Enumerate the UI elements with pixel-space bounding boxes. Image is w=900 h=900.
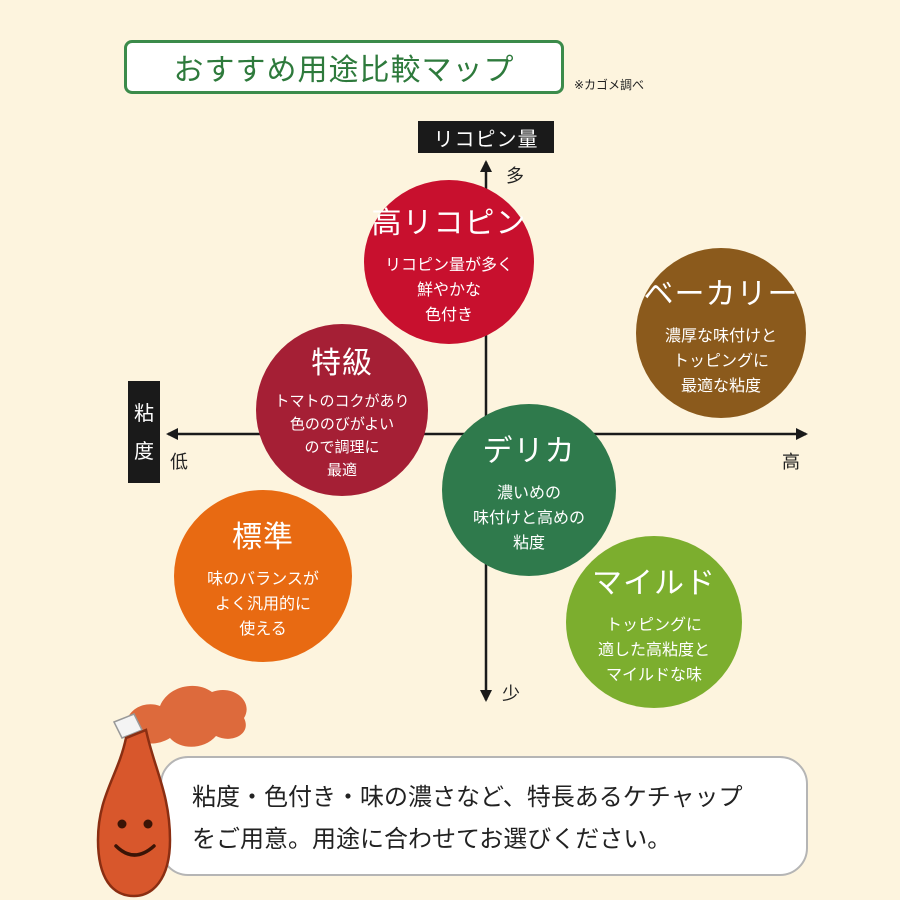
product-name: デリカ	[482, 433, 576, 469]
product-circle-premium: 特級 トマトのコクがあり 色ののびがよい ので調理に 最適	[256, 324, 428, 496]
horizontal-axis-label: 粘 度	[128, 381, 160, 483]
product-description-line: マイルドな味	[605, 664, 702, 684]
product-name: 高リコピン	[371, 205, 527, 241]
vertical-axis-low: 少	[502, 684, 520, 705]
product-circle-standard: 標準 味のバランスが よく汎用的に 使える	[174, 490, 352, 662]
product-description: 濃厚な味付けと トッピングに 最適な粘度	[665, 323, 777, 398]
product-description-line: 濃厚な味付けと	[664, 325, 777, 345]
product-description-line: 適した高粘度と	[597, 639, 710, 659]
horizontal-axis-label-char-1: 粘	[134, 401, 154, 425]
page-title-text: おすすめ用途比較マップ	[173, 53, 515, 88]
product-description: 味のバランスが よく汎用的に 使える	[207, 566, 319, 641]
product-description-line: ので調理に	[304, 438, 380, 456]
product-circle-mild: マイルド トッピングに 適した高粘度と マイルドな味	[566, 536, 742, 708]
product-description: 濃いめの 味付けと高めの 粘度	[473, 480, 585, 555]
product-description-line: 色付き	[424, 304, 473, 324]
product-description: リコピン量が多く 鮮やかな 色付き	[385, 252, 513, 327]
product-description: トッピングに 適した高粘度と マイルドな味	[598, 612, 710, 687]
product-name: ベーカリー	[643, 276, 799, 312]
product-description-line: 味のバランスが	[207, 568, 319, 588]
source-note: ※カゴメ調べ	[574, 78, 645, 92]
product-description-line: よく汎用的に	[214, 593, 311, 613]
horizontal-axis-low: 低	[170, 452, 188, 473]
horizontal-axis-high: 高	[782, 452, 800, 473]
page-title: おすすめ用途比較マップ	[124, 40, 564, 94]
product-description-line: 最適	[326, 461, 357, 479]
message-line-1: 粘度・色付き・味の濃さなど、特長あるケチャップ	[192, 783, 743, 811]
product-circle-deli: デリカ 濃いめの 味付けと高めの 粘度	[442, 404, 616, 576]
product-description-line: 最適な粘度	[680, 375, 761, 395]
product-description-line: 濃いめの	[496, 482, 561, 502]
product-description-line: 鮮やかな	[416, 279, 481, 299]
vertical-axis-label: リコピン量	[418, 121, 554, 153]
product-circle-high-lycopene: 高リコピン リコピン量が多く 鮮やかな 色付き	[364, 180, 534, 344]
message-box: 粘度・色付き・味の濃さなど、特長あるケチャップ をご用意。用途に合わせてお選びく…	[160, 756, 808, 876]
product-description-line: 粘度	[512, 532, 545, 552]
product-description-line: 味付けと高めの	[472, 507, 585, 527]
product-description-line: トッピングに	[672, 350, 769, 370]
product-name: 標準	[232, 519, 294, 555]
product-name: 特級	[311, 346, 373, 381]
product-description-line: 使える	[239, 618, 287, 638]
horizontal-axis-label-char-2: 度	[134, 439, 154, 463]
product-description-line: 色ののびがよい	[289, 415, 395, 433]
vertical-axis-high: 多	[506, 166, 524, 187]
product-circle-bakery: ベーカリー 濃厚な味付けと トッピングに 最適な粘度	[636, 248, 806, 418]
ketchup-bottle-mascot-icon	[96, 685, 247, 898]
product-description: トマトのコクがあり 色ののびがよい ので調理に 最適	[274, 390, 409, 482]
product-description-line: トマトのコクがあり	[274, 392, 410, 410]
product-name: マイルド	[592, 565, 716, 601]
product-description-line: リコピン量が多く	[384, 254, 513, 274]
message-line-2: をご用意。用途に合わせてお選びください。	[192, 825, 672, 853]
product-description-line: トッピングに	[605, 614, 702, 634]
